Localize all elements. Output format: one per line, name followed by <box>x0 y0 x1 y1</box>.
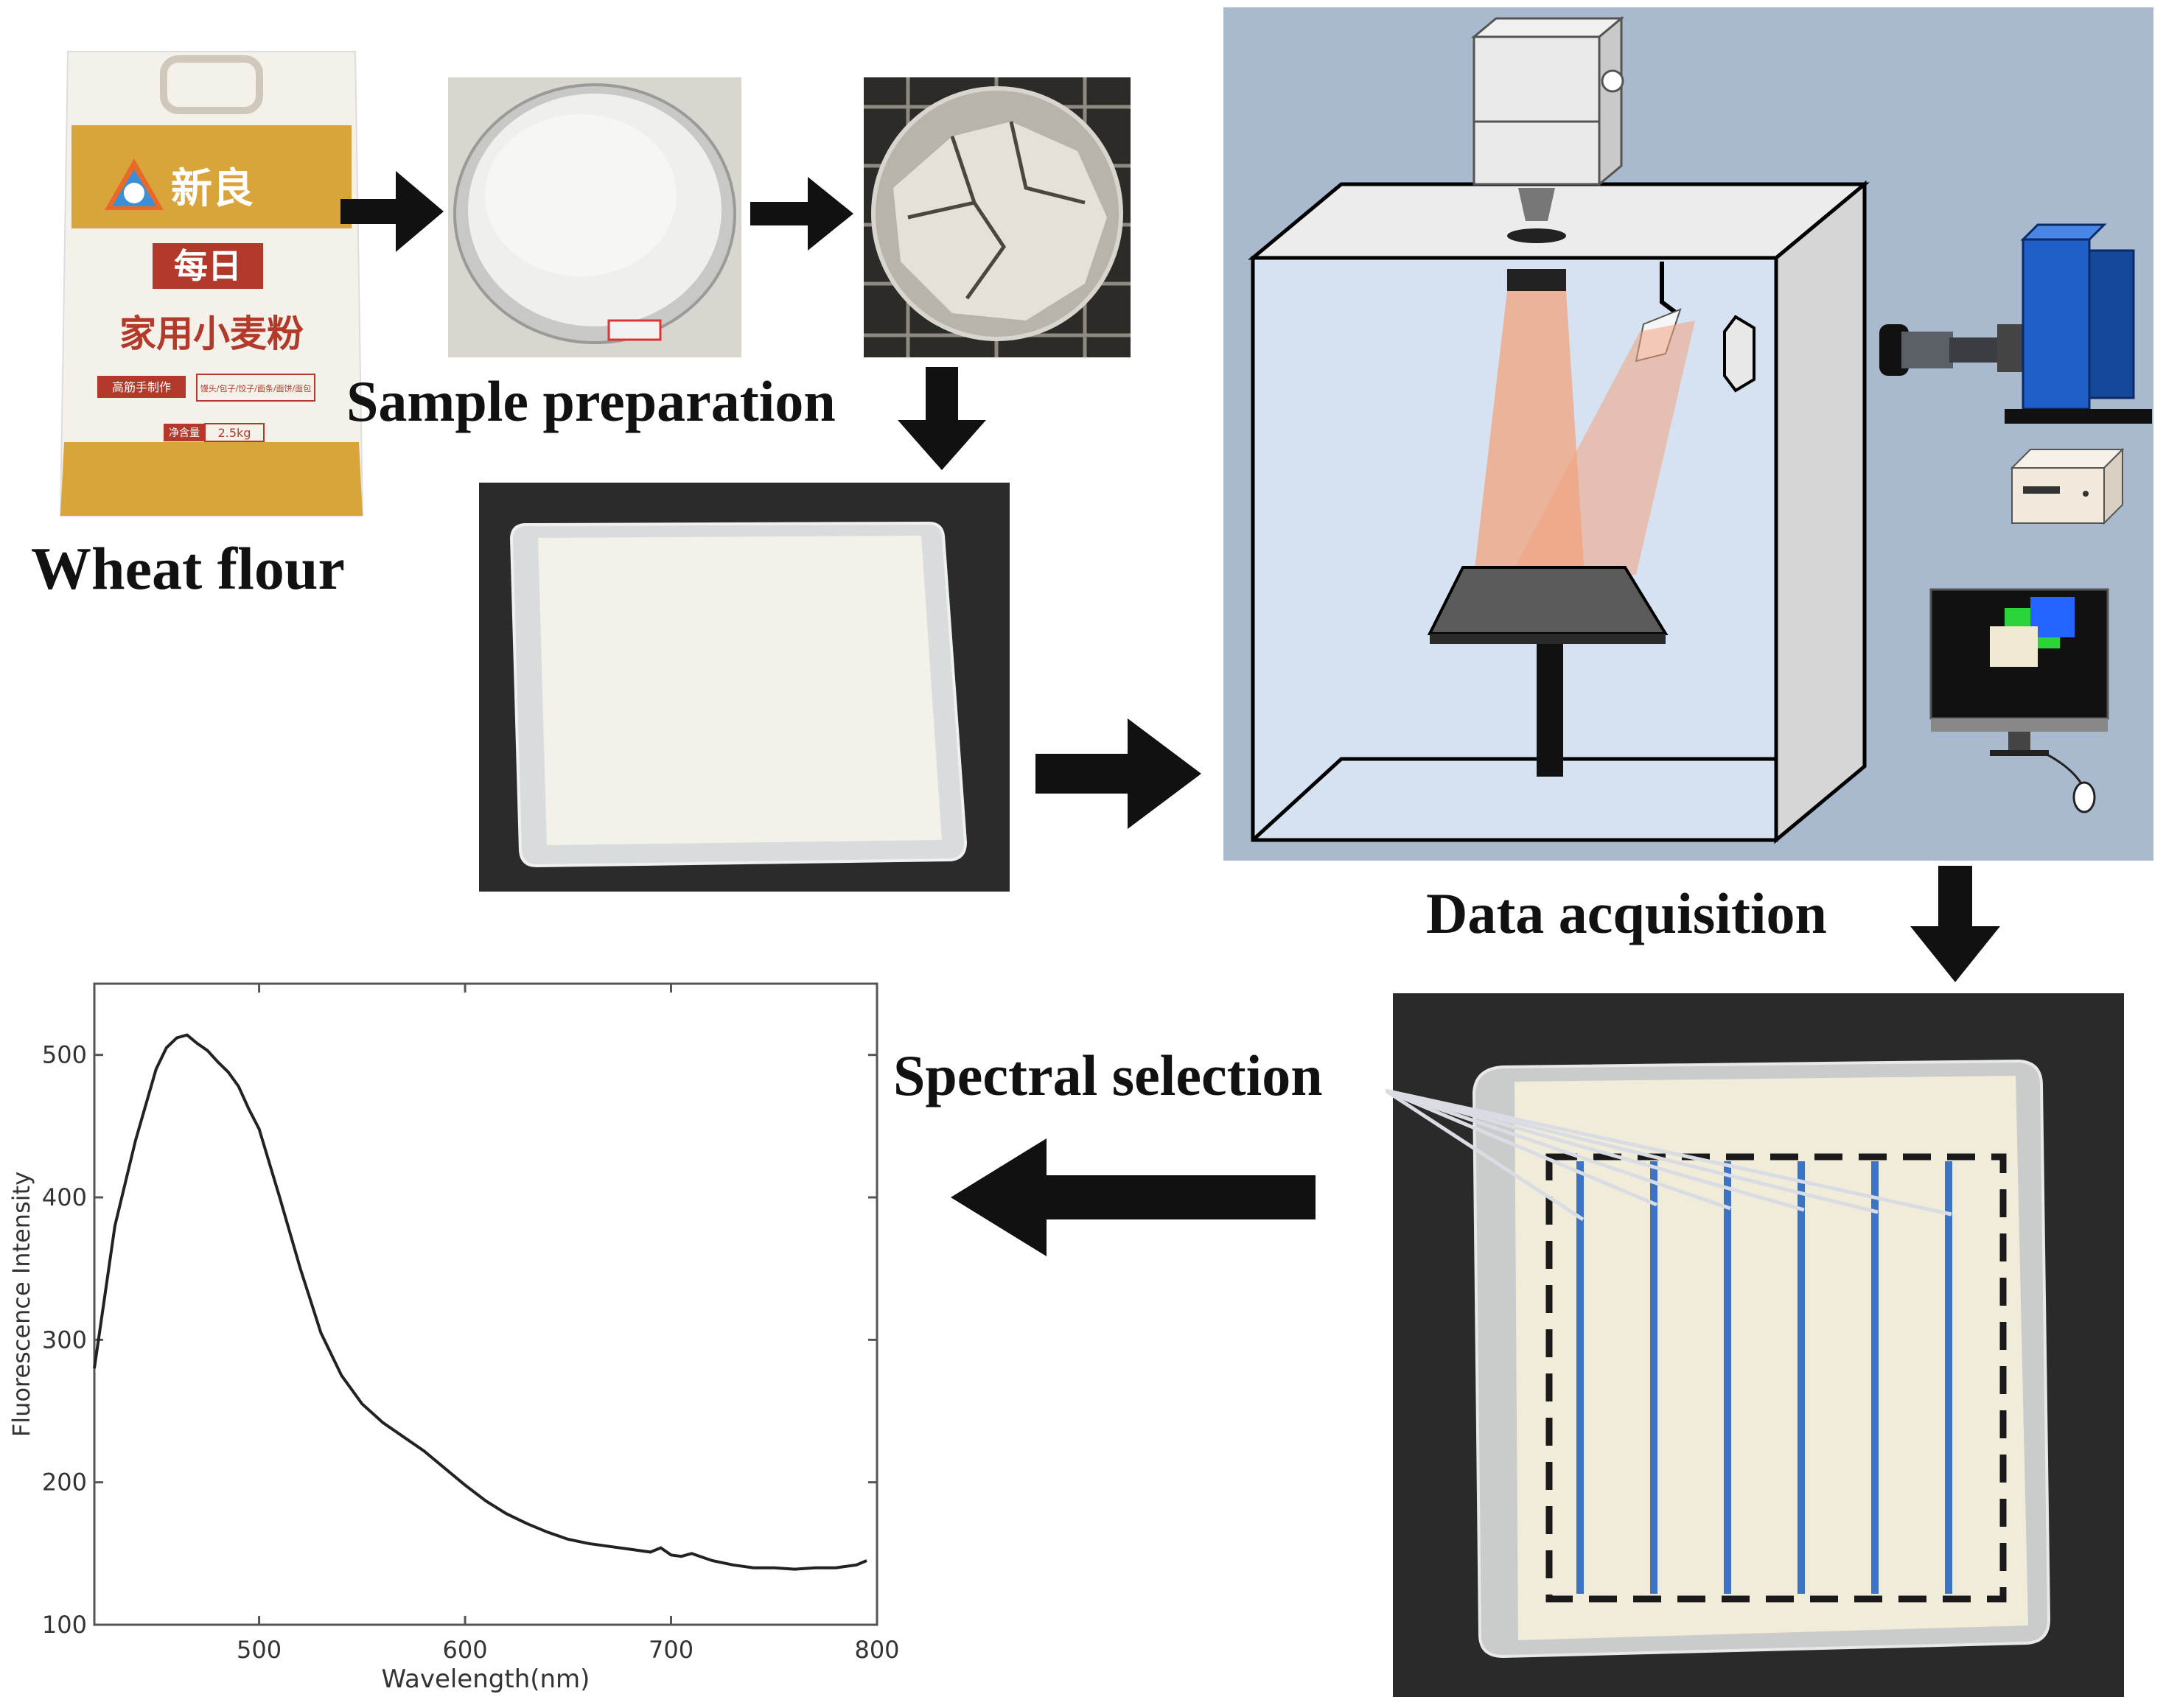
label-sample-preparation: Sample preparation <box>346 369 836 433</box>
label-data-acquisition: Data acquisition <box>1426 881 1827 945</box>
imaging-system-diagram <box>1223 7 2153 861</box>
controller-box-icon <box>2010 447 2125 525</box>
petri-dish-dried-photo <box>864 77 1131 357</box>
x-tick-label: 600 <box>443 1636 488 1664</box>
selection-pointer-lines <box>1386 1088 1952 1222</box>
y-tick-label: 300 <box>42 1326 87 1354</box>
y-tick-label: 100 <box>42 1611 87 1639</box>
y-tick-label: 200 <box>42 1469 87 1497</box>
bag-weight-label: 净含量 <box>169 427 200 439</box>
arrow-right-1 <box>340 171 444 252</box>
camera-spectrograph-icon <box>1470 15 1625 243</box>
bag-chip: 高筋手制作 <box>112 380 171 394</box>
arrow-right-3 <box>1035 718 1201 829</box>
y-tick-label: 500 <box>42 1041 87 1069</box>
bag-line2: 家用小麦粉 <box>119 312 304 355</box>
brand-text: 新良 <box>171 165 254 213</box>
x-axis-label: Wavelength(nm) <box>382 1665 590 1694</box>
bag-note: 馒头/包子/饺子/面条/面饼/面包 <box>200 383 312 393</box>
label-spectral-selection: Spectral selection <box>893 1043 1323 1107</box>
computer-monitor-icon <box>1929 588 2109 813</box>
y-axis-label: Fluorescence Intensity <box>7 1172 35 1437</box>
arrow-down-2 <box>1910 866 2000 982</box>
flour-tray-photo <box>479 483 1010 892</box>
bag-line1: 每日 <box>174 246 242 286</box>
x-tick-label: 700 <box>649 1636 694 1664</box>
brand-logo-icon <box>105 158 164 210</box>
plot-frame <box>93 982 878 1626</box>
spectral-selection-photo <box>1393 993 2124 1697</box>
blue-camera-icon <box>1997 223 2152 424</box>
petri-dish-wet-photo <box>448 77 741 357</box>
x-tick-label: 800 <box>854 1636 899 1664</box>
x-tick-label: 500 <box>237 1636 282 1664</box>
spectrum-chart: 100 200 300 400 500 500 600 700 800 Fluorescenc… <box>0 965 921 1702</box>
spectrum-line <box>93 1033 867 1571</box>
arrow-right-2 <box>750 177 853 251</box>
arrow-down-1 <box>898 367 986 470</box>
arrow-left-1 <box>951 1138 1316 1256</box>
y-tick-label: 400 <box>42 1183 87 1211</box>
flour-bag-photo: 新良 每日 家用小麦粉 高筋手制作 馒头/包子/饺子/面条/面饼/面包 净含量 … <box>53 29 370 531</box>
bag-weight: 2.5kg <box>218 426 251 440</box>
label-wheat-flour: Wheat flour <box>31 535 345 602</box>
